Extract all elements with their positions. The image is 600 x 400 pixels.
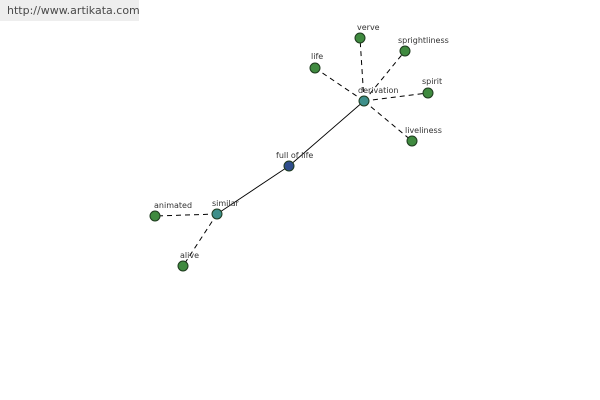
node-liveliness[interactable] <box>406 135 418 147</box>
node-label-alive[interactable]: alive <box>180 251 199 260</box>
edge-full_of_life-derivation <box>288 100 365 167</box>
url-banner: http://www.artikata.com <box>0 0 140 21</box>
url-link[interactable]: http://www.artikata.com <box>7 4 140 17</box>
node-sprightliness[interactable] <box>399 45 411 57</box>
edge-derivation-liveliness <box>363 100 413 142</box>
node-label-similar[interactable]: similar <box>212 199 240 208</box>
node-label-derivation[interactable]: derivation <box>358 86 398 95</box>
nodes-layer <box>149 32 434 272</box>
node-full-of-life[interactable] <box>283 160 295 172</box>
labels-layer: full of life derivation similar verve sprigh… <box>154 23 449 260</box>
edge-derivation-spirit <box>363 92 429 102</box>
node-spirit[interactable] <box>422 87 434 99</box>
edges-layer <box>154 37 429 267</box>
node-similar[interactable] <box>211 208 223 220</box>
node-label-liveliness[interactable]: liveliness <box>405 126 442 135</box>
node-label-life[interactable]: life <box>311 52 323 61</box>
node-animated[interactable] <box>149 210 161 222</box>
node-life[interactable] <box>309 62 321 74</box>
edge-similar-animated <box>154 213 218 217</box>
node-label-sprightliness[interactable]: sprightliness <box>398 36 449 45</box>
edge-full_of_life-similar <box>216 165 290 215</box>
node-label-animated[interactable]: animated <box>154 201 192 210</box>
edge-derivation-verve <box>359 37 365 102</box>
edge-derivation-life <box>314 67 365 102</box>
node-derivation[interactable] <box>358 95 370 107</box>
node-label-spirit[interactable]: spirit <box>422 77 442 86</box>
node-verve[interactable] <box>354 32 366 44</box>
edge-similar-alive <box>182 213 218 267</box>
node-alive[interactable] <box>177 260 189 272</box>
node-label-full-of-life[interactable]: full of life <box>276 151 313 160</box>
edge-derivation-sprightliness <box>363 50 406 102</box>
node-label-verve[interactable]: verve <box>357 23 380 32</box>
